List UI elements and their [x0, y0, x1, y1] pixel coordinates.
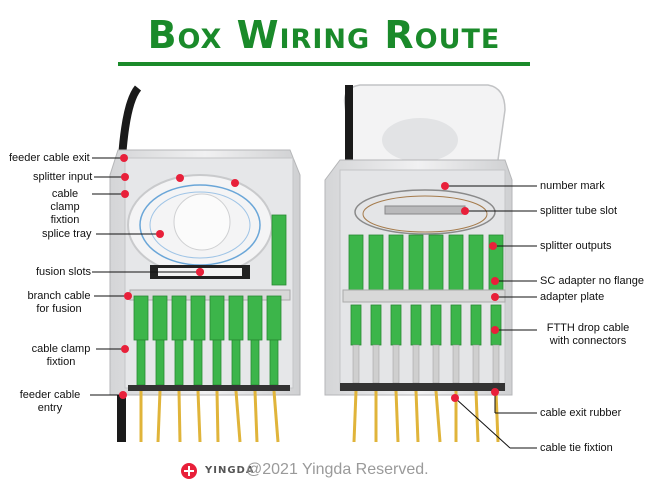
label-cable-tie-fixtion: cable tie fixtion [540, 442, 613, 454]
splitter-tube [384, 205, 466, 215]
label-adapter-plate: adapter plate [540, 291, 605, 303]
yingda-logo-icon [181, 463, 197, 479]
label-number-mark: number mark [540, 180, 605, 192]
label-cable-exit-rubber: cable exit rubber [540, 407, 622, 419]
exit-rubber-right [340, 383, 505, 391]
left-box [109, 85, 301, 443]
diagram-title: Box Wiring Route [147, 13, 501, 57]
leader-lines-left [90, 157, 200, 396]
footer-brand: YINGDA [205, 465, 255, 476]
right-box [324, 84, 513, 443]
leader-lines-right [445, 185, 537, 449]
label-sc-adapter: SC adapter no flange [540, 275, 644, 287]
marker-dots [119, 154, 499, 402]
label-splitter-input: splitter input [33, 171, 93, 183]
label-feeder-cable-entry: feeder cable entry [19, 389, 81, 414]
label-cable-clamp-fixtion-1: cable clamp fixtion [50, 188, 80, 226]
label-feeder-cable-exit: feeder cable exit [9, 152, 90, 164]
feeder-cable-right [345, 85, 353, 175]
label-branch-cable: branch cable for fusion [27, 290, 91, 315]
label-splice-tray: splice tray [42, 228, 92, 240]
label-fusion-slots: fusion slots [36, 266, 92, 278]
label-splitter-outputs: splitter outputs [540, 240, 612, 252]
footer-copyright: @2021 Yingda Reserved. [246, 461, 429, 478]
label-splitter-tube-slot: splitter tube slot [540, 205, 618, 217]
label-cable-clamp-fixtion-2: cable clamp fixtion [31, 343, 91, 368]
drop-cables-left [139, 390, 280, 443]
feeder-cable-top [118, 85, 142, 159]
drop-cables-right [352, 390, 500, 443]
label-ftth-drop-cable: FTTH drop cable with connectors [546, 322, 630, 347]
adapter-plate-right [342, 289, 506, 303]
title-underline [118, 62, 530, 66]
feeder-cable-bottom [117, 390, 126, 442]
